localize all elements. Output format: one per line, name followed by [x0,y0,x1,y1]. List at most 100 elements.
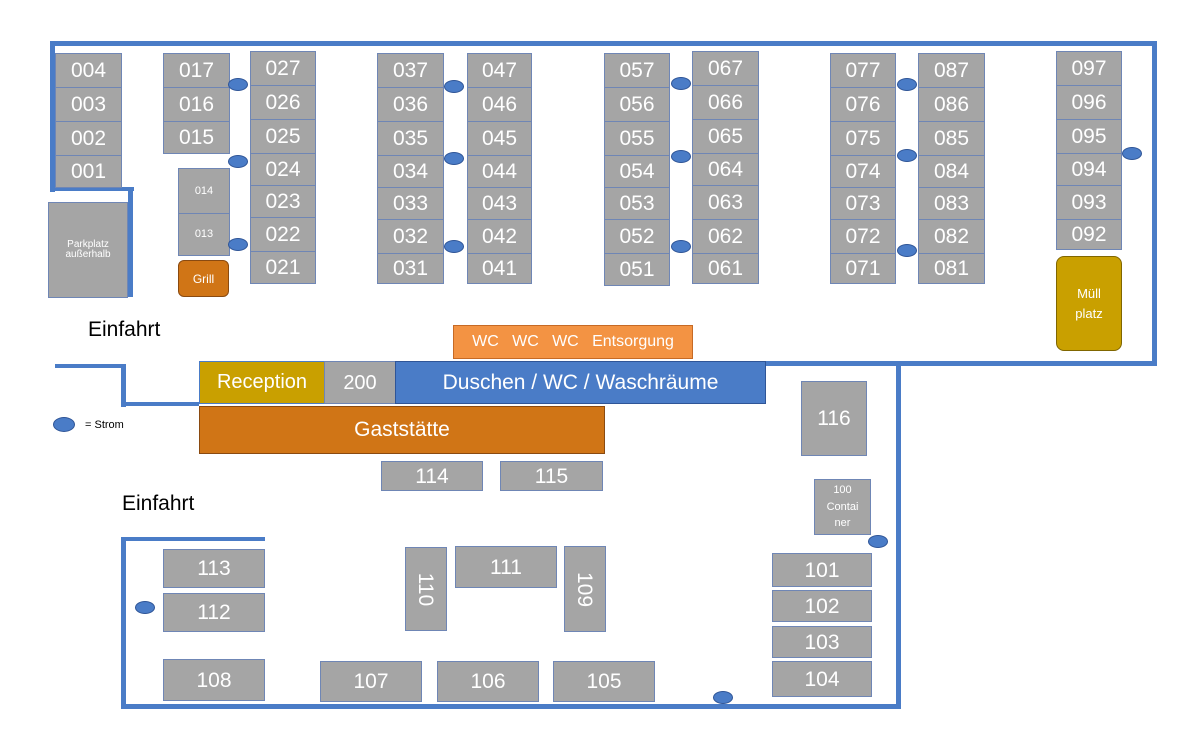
pitch-032[interactable]: 032 [377,219,444,254]
pitch-104[interactable]: 104 [772,661,872,697]
pitch-110[interactable]: 110 [405,547,447,631]
pitch-004[interactable]: 004 [55,53,122,88]
pitch-064[interactable]: 064 [692,153,759,186]
pitch-082[interactable]: 082 [918,219,985,254]
pitch-066[interactable]: 066 [692,85,759,120]
pitch-075[interactable]: 075 [830,121,896,156]
pitch-043[interactable]: 043 [467,187,532,220]
pitch-097[interactable]: 097 [1056,51,1122,86]
pitch-054[interactable]: 054 [604,155,670,188]
pitch-label: 102 [804,594,840,618]
pitch-026[interactable]: 026 [250,85,316,120]
pitch-106[interactable]: 106 [437,661,539,702]
pitch-103[interactable]: 103 [772,626,872,658]
pitch-115[interactable]: 115 [500,461,603,491]
pitch-105[interactable]: 105 [553,661,655,702]
pitch-092[interactable]: 092 [1056,219,1122,250]
pitch-053[interactable]: 053 [604,187,670,220]
grill: Grill [178,260,229,297]
pitch-label: 057 [619,59,655,82]
pitch-036[interactable]: 036 [377,87,444,122]
pitch-112[interactable]: 112 [163,593,265,632]
pitch-002[interactable]: 002 [55,121,122,156]
pitch-034[interactable]: 034 [377,155,444,188]
pitch-077[interactable]: 077 [830,53,896,88]
pitch-label: 033 [392,192,429,215]
pitch-071[interactable]: 071 [830,253,896,284]
pitch-101[interactable]: 101 [772,553,872,587]
pitch-061[interactable]: 061 [692,253,759,284]
wall-top [50,41,1156,46]
pitch-095[interactable]: 095 [1056,119,1122,154]
pitch-086[interactable]: 086 [918,87,985,122]
pitch-003[interactable]: 003 [55,87,122,122]
pitch-024[interactable]: 024 [250,153,316,186]
pitch-label: 035 [392,127,429,150]
pitch-label: 046 [481,93,518,116]
pitch-081[interactable]: 081 [918,253,985,284]
pitch-052[interactable]: 052 [604,219,670,254]
pitch-085[interactable]: 085 [918,121,985,156]
pitch-023[interactable]: 023 [250,185,316,218]
pitch-label: 064 [707,158,744,181]
pitch-056[interactable]: 056 [604,87,670,122]
pitch-041[interactable]: 041 [467,253,532,284]
pitch-111[interactable]: 111 [455,546,557,588]
pitch-017[interactable]: 017 [163,53,230,88]
pitch-107[interactable]: 107 [320,661,422,702]
pitch-109[interactable]: 109 [564,546,606,632]
pitch-label: 002 [70,127,107,150]
pitch-116[interactable]: 116 [801,381,867,456]
pitch-label: 013 [194,228,214,240]
pitch-045[interactable]: 045 [467,121,532,156]
strom-icon [444,152,464,165]
pitch-094[interactable]: 094 [1056,153,1122,186]
pitch-022[interactable]: 022 [250,217,316,252]
pitch-016[interactable]: 016 [163,87,230,122]
pitch-label: 104 [804,667,840,691]
pitch-025[interactable]: 025 [250,119,316,154]
pitch-027[interactable]: 027 [250,51,316,86]
pitch-044[interactable]: 044 [467,155,532,188]
pitch-084[interactable]: 084 [918,155,985,188]
pitch-055[interactable]: 055 [604,121,670,156]
pitch-047[interactable]: 047 [467,53,532,88]
pitch-074[interactable]: 074 [830,155,896,188]
pitch-label: 041 [481,257,518,280]
pitch-033[interactable]: 033 [377,187,444,220]
pitch-096[interactable]: 096 [1056,85,1122,120]
pitch-label: 026 [265,91,301,114]
pitch-037[interactable]: 037 [377,53,444,88]
pitch-062[interactable]: 062 [692,219,759,254]
pitch-087[interactable]: 087 [918,53,985,88]
pitch-001[interactable]: 001 [55,155,122,188]
pitch-073[interactable]: 073 [830,187,896,220]
pitch-051[interactable]: 051 [604,253,670,286]
pitch-083[interactable]: 083 [918,187,985,220]
pitch-label: 066 [707,91,744,114]
pitch-113[interactable]: 113 [163,549,265,588]
pitch-065[interactable]: 065 [692,119,759,154]
pitch-076[interactable]: 076 [830,87,896,122]
pitch-015[interactable]: 015 [163,121,230,154]
pitch-072[interactable]: 072 [830,219,896,254]
pitch-014[interactable]: 014 [178,168,230,214]
pitch-label: 061 [707,257,744,280]
pitch-057[interactable]: 057 [604,53,670,88]
strom-icon [228,155,248,168]
pitch-093[interactable]: 093 [1056,185,1122,220]
pitch-063[interactable]: 063 [692,185,759,220]
pitch-102[interactable]: 102 [772,590,872,622]
container-100[interactable]: 100 Contai ner [814,479,871,535]
pitch-114[interactable]: 114 [381,461,483,491]
pitch-021[interactable]: 021 [250,251,316,284]
pitch-035[interactable]: 035 [377,121,444,156]
pitch-013[interactable]: 013 [178,213,230,256]
pitch-200[interactable]: 200 [324,361,396,404]
pitch-067[interactable]: 067 [692,51,759,86]
pitch-label: 053 [619,192,655,215]
pitch-108[interactable]: 108 [163,659,265,701]
pitch-031[interactable]: 031 [377,253,444,284]
pitch-042[interactable]: 042 [467,219,532,254]
pitch-046[interactable]: 046 [467,87,532,122]
